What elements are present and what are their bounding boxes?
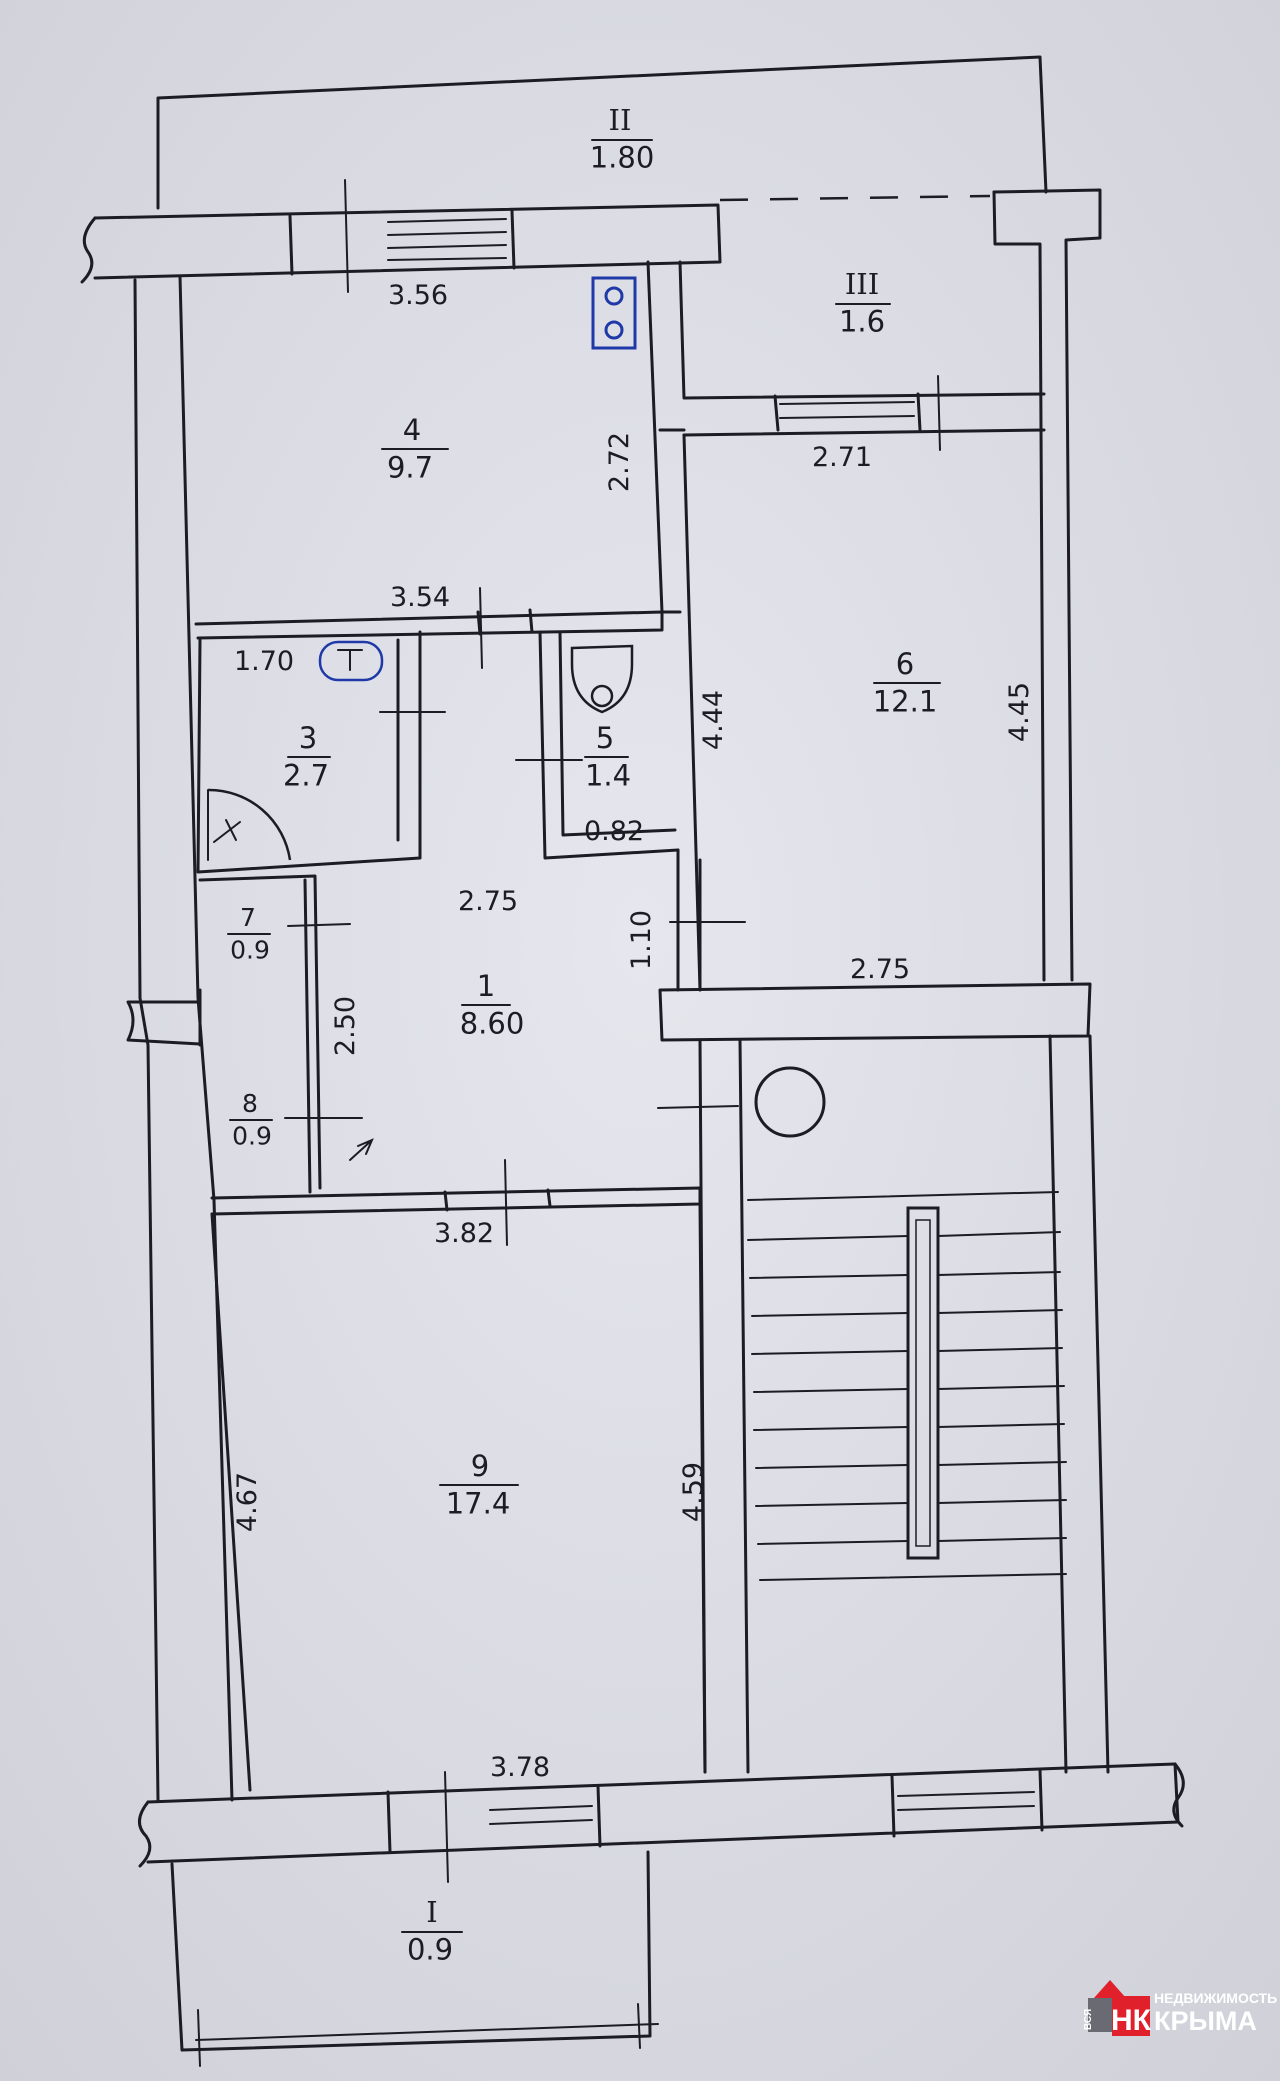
room-9-label: 9 17.4 <box>439 1449 519 1521</box>
dim-room9-right-height: 4.59 <box>678 1462 709 1522</box>
balcony-iii-label: III 1.6 <box>835 267 891 339</box>
balcony-ii-number: II <box>609 103 632 137</box>
dim-room6-left-height: 4.44 <box>698 690 729 750</box>
room-6-label: 6 12.1 <box>873 647 941 719</box>
dim-bottom-width: 3.78 <box>490 1752 550 1783</box>
dim-room6-bottom-width: 2.75 <box>850 954 910 985</box>
room-3-number: 3 <box>299 721 317 755</box>
room-4-number: 4 <box>403 413 421 447</box>
top-exterior-wall <box>80 179 722 293</box>
stove-icon <box>591 276 637 350</box>
room-7-number: 7 <box>240 903 256 932</box>
dim-room3-top-width: 1.70 <box>234 646 294 677</box>
room-6-area: 12.1 <box>873 685 938 719</box>
dim-room6-right-height: 4.45 <box>1004 682 1035 742</box>
balcony-i-label: I 0.9 <box>401 1895 463 1967</box>
balcony-i-outline <box>170 1850 659 2067</box>
balcony-ii-area: 1.80 <box>590 141 655 175</box>
room-1-number: 1 <box>477 969 495 1003</box>
room9-walls <box>210 1202 707 1792</box>
room-6-number: 6 <box>896 647 914 681</box>
house-roof-icon <box>1094 1980 1126 1998</box>
watermark-logo: ВСЯ НК НЕДВИЖИМОСТЬ КРЫМА <box>1083 1980 1277 2037</box>
room-5-number: 5 <box>596 721 614 755</box>
interior-walls-upper <box>194 260 1046 992</box>
room-7-area: 0.9 <box>230 935 270 964</box>
room-9-area: 17.4 <box>446 1487 511 1521</box>
logo-line1: НЕДВИЖИМОСТЬ <box>1154 1990 1277 2006</box>
logo-side-text: ВСЯ <box>1083 2009 1094 2030</box>
room-8-area: 0.9 <box>232 1121 272 1150</box>
dim-room6-top-width: 2.71 <box>812 442 872 473</box>
bottom-exterior-wall <box>138 1762 1185 1883</box>
room-8-number: 8 <box>242 1089 258 1118</box>
balcony-ii-outline <box>156 55 1048 210</box>
room-5-area: 1.4 <box>585 759 631 793</box>
room-1-area: 8.60 <box>460 1007 525 1041</box>
dim-hall-door-height: 1.10 <box>626 910 657 970</box>
dim-room9-left-height: 4.67 <box>232 1472 263 1532</box>
balcony-iii-number: III <box>845 267 879 301</box>
logo-letters: НК <box>1111 2004 1152 2037</box>
room-3-area: 2.7 <box>283 759 329 793</box>
top-right-pier <box>992 188 1102 982</box>
dimension-labels: 3.56 3.54 2.72 2.71 2.75 4.44 4.45 1.70 … <box>232 280 1035 1783</box>
balcony-ii-label: II 1.80 <box>590 103 655 175</box>
dim-hall-height: 2.50 <box>330 996 361 1056</box>
room-9-number: 9 <box>471 1449 489 1483</box>
dim-top-room4-width: 3.56 <box>388 280 448 311</box>
balcony-iii-area: 1.6 <box>839 305 885 339</box>
logo-red-block <box>1112 1996 1150 2036</box>
dim-room9-top-width: 3.82 <box>434 1218 494 1249</box>
outer-left-wall <box>133 274 234 1802</box>
room-4-label: 4 9.7 <box>381 413 449 485</box>
balcony-i-number: I <box>426 1895 437 1929</box>
room-4-area: 9.7 <box>387 451 433 485</box>
room-7-label: 7 0.9 <box>227 903 271 964</box>
balcony-i-area: 0.9 <box>407 1933 453 1967</box>
room-1-label: 1 8.60 <box>460 969 525 1041</box>
dim-room5-bottom-width: 0.82 <box>584 816 644 847</box>
dim-room4-bottom-width: 3.54 <box>390 582 450 613</box>
bath-wc-walls <box>196 630 680 874</box>
room-3-label: 3 2.7 <box>283 721 331 793</box>
logo-line2: КРЫМА <box>1154 2006 1257 2036</box>
room-8-label: 8 0.9 <box>229 1089 273 1150</box>
room-5-label: 5 1.4 <box>584 721 631 793</box>
dim-hall-width: 2.75 <box>458 886 518 917</box>
dim-room4-height: 2.72 <box>604 432 635 492</box>
